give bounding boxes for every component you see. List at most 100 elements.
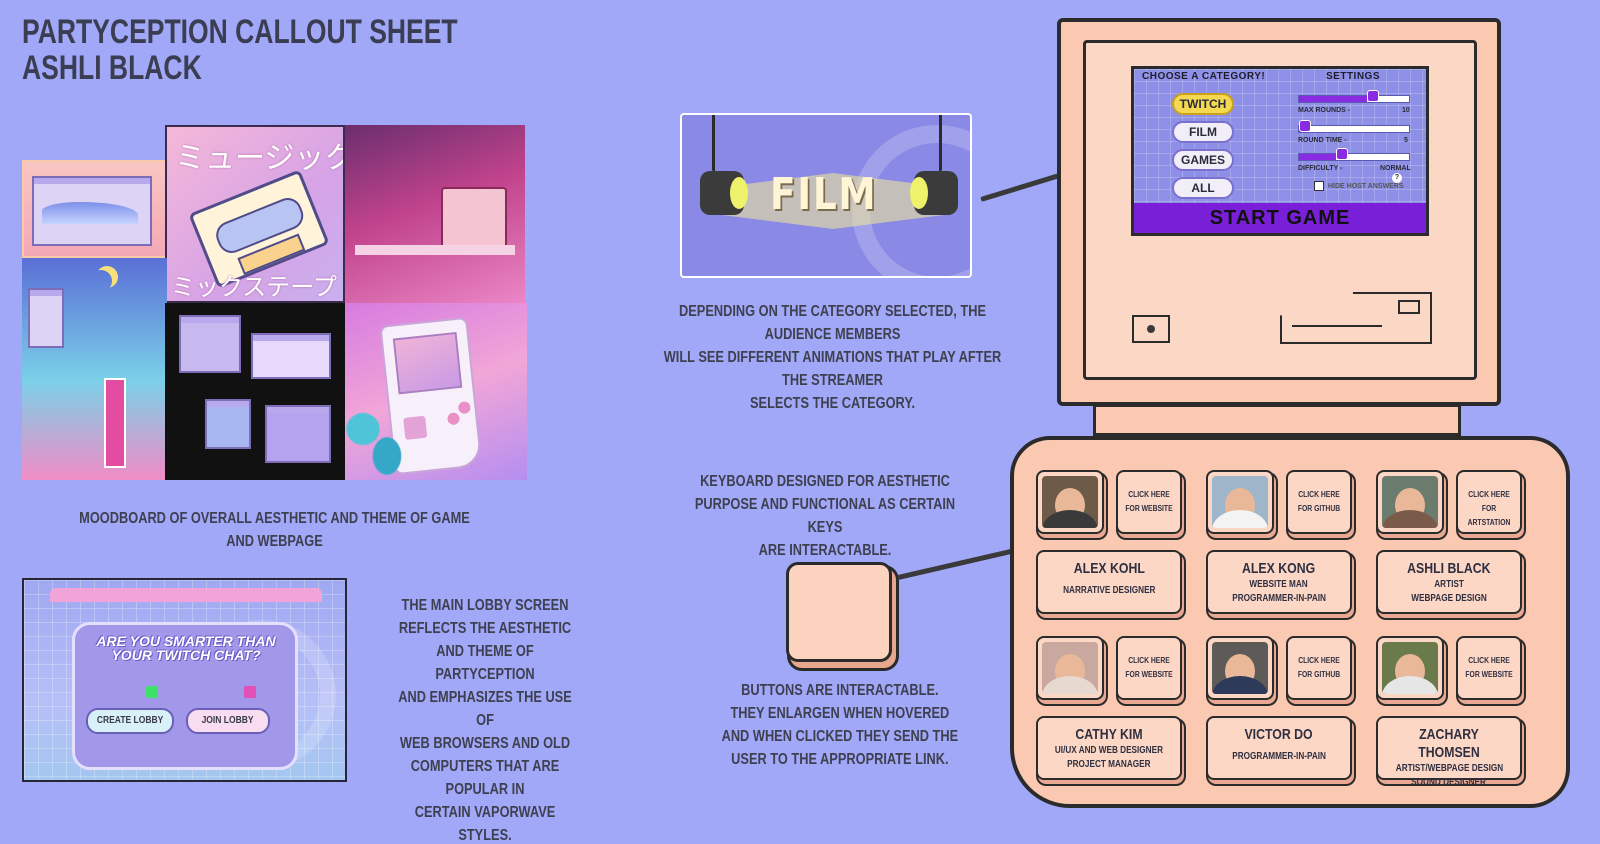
member-name: ALEX KONG	[1242, 560, 1316, 577]
round-time-slider[interactable]	[1298, 120, 1410, 133]
sample-key-button[interactable]	[786, 562, 892, 662]
member-role-2: SOUND DESIGNER	[1411, 777, 1487, 788]
difficulty-slider[interactable]	[1298, 148, 1410, 161]
city-window	[28, 288, 64, 348]
difficulty-label: DIFFICULTY -	[1298, 165, 1343, 172]
max-rounds-label: MAX ROUNDS -	[1298, 107, 1351, 114]
mood-tile-cassette: ミュージック ミックステープ	[165, 125, 345, 303]
moon-icon	[90, 270, 112, 292]
max-rounds-value: 10	[1402, 107, 1410, 114]
film-caption: DEPENDING ON THE CATEGORY SELECTED, THE …	[663, 303, 1002, 412]
avatar	[1042, 642, 1098, 694]
member-name: ASHLI BLACK	[1407, 560, 1491, 577]
anime-window-2	[251, 333, 331, 379]
lobby-question: ARE YOU SMARTER THAN YOUR TWITCH CHAT?	[96, 633, 276, 663]
member-role: ARTIST	[1434, 579, 1464, 590]
desk-shape	[355, 245, 515, 255]
team-photo-zachary-thomsen	[1376, 636, 1444, 700]
monitor-stand	[1093, 404, 1461, 436]
twitch-icon	[146, 686, 158, 698]
film-label: FILM	[770, 169, 878, 220]
keyboard-caption: KEYBOARD DESIGNED FOR AESTHETIC PURPOSE …	[694, 473, 956, 559]
mood-tile-wave-window	[22, 160, 167, 258]
member-name: ALEX KOHL	[1073, 560, 1145, 577]
name-key-victor-do[interactable]: VICTOR DO PROGRAMMER-IN-PAIN	[1206, 716, 1352, 780]
floppy-eject-button	[1398, 300, 1420, 314]
member-name: CATHY KIM	[1075, 726, 1143, 743]
max-rounds-thumb[interactable]	[1367, 90, 1380, 102]
link-key-cathy-kim[interactable]: CLICK HERE FOR WEBSITE	[1116, 636, 1182, 700]
name-key-alex-kohl[interactable]: ALEX KOHL NARRATIVE DESIGNER	[1036, 550, 1182, 614]
twitch-icon-2	[244, 686, 256, 698]
gameboy-button-a	[446, 412, 461, 426]
power-button[interactable]	[1132, 315, 1170, 343]
start-game-button[interactable]: START GAME	[1134, 203, 1426, 233]
lamp-cord-left	[712, 115, 716, 173]
anime-window-1	[179, 315, 241, 373]
sheet-title: PARTYCEPTION CALLOUT SHEET ASHLI BLACK	[22, 14, 458, 86]
member-role-2: PROGRAMMER-IN-PAIN	[1232, 593, 1326, 604]
help-icon[interactable]: ?	[1392, 173, 1402, 183]
create-lobby-button[interactable]: CREATE LOBBY	[86, 708, 174, 734]
category-games-button[interactable]: GAMES	[1172, 149, 1234, 171]
category-twitch-button[interactable]: TWITCH	[1172, 93, 1234, 115]
jp-music-text: ミュージック	[175, 141, 345, 176]
mood-tile-desk	[345, 125, 525, 303]
hide-host-label: HIDE HOST ANSWERS	[1328, 183, 1404, 190]
floppy-slot	[1292, 325, 1382, 327]
wave-shape	[42, 202, 138, 224]
link-key-victor-do[interactable]: CLICK HERE FOR GITHUB	[1286, 636, 1352, 700]
link-key-ashli-black[interactable]: CLICK HERE FOR ARTSTATION	[1456, 470, 1522, 534]
lobby-window-bar	[50, 588, 322, 602]
team-photo-ashli-black	[1376, 470, 1444, 534]
member-name: VICTOR DO	[1244, 726, 1314, 743]
mood-tile-city	[22, 258, 167, 480]
category-all-button[interactable]: ALL	[1172, 177, 1234, 199]
lobby-caption: THE MAIN LOBBY SCREEN REFLECTS THE AESTH…	[398, 597, 572, 844]
category-film-button[interactable]: FILM	[1172, 121, 1234, 143]
link-key-alex-kong[interactable]: CLICK HERE FOR GITHUB	[1286, 470, 1352, 534]
spotlight-left-icon	[700, 171, 748, 215]
sheet-title-line2: ASHLI BLACK	[22, 49, 202, 87]
avatar	[1382, 476, 1438, 528]
avatar	[1382, 642, 1438, 694]
anime-window-3	[205, 399, 251, 449]
name-key-zachary-thomsen[interactable]: ZACHARY THOMSEN ARTIST/WEBPAGE DESIGN SO…	[1376, 716, 1522, 788]
settings-title: SETTINGS	[1326, 71, 1381, 82]
member-role: UI/UX AND WEB DESIGNER	[1054, 745, 1164, 756]
name-key-alex-kong[interactable]: ALEX KONG WEBSITE MAN PROGRAMMER-IN-PAIN	[1206, 550, 1352, 614]
moodboard: ミュージック ミックステープ	[22, 125, 527, 480]
gameboy-screen	[392, 331, 463, 395]
link-key-alex-kohl[interactable]: CLICK HERE FOR WEBSITE	[1116, 470, 1182, 534]
avatar	[1042, 476, 1098, 528]
join-lobby-button[interactable]: JOIN LOBBY	[186, 708, 270, 734]
lobby-panel	[72, 622, 298, 770]
hide-host-checkbox[interactable]	[1314, 181, 1324, 191]
team-photo-alex-kong	[1206, 470, 1274, 534]
sign-shape	[104, 378, 126, 468]
film-category-card: FILM	[680, 113, 972, 278]
sheet-title-line1: PARTYCEPTION CALLOUT SHEET	[22, 13, 458, 51]
max-rounds-slider[interactable]	[1298, 90, 1410, 103]
round-time-thumb[interactable]	[1299, 120, 1311, 132]
avatar	[1212, 476, 1268, 528]
avatar	[1212, 642, 1268, 694]
link-key-zachary-thomsen[interactable]: CLICK HERE FOR WEBSITE	[1456, 636, 1522, 700]
keyboard: CLICK HERE FOR WEBSITE CLICK HERE FOR GI…	[1010, 436, 1570, 808]
round-time-label: ROUND TIME -	[1298, 137, 1347, 144]
leaves-shape	[345, 393, 419, 480]
lamp-cord-right	[938, 115, 942, 173]
mood-tile-anime-windows	[165, 303, 345, 480]
spotlight-right-icon	[910, 171, 958, 215]
jp-mixtape-text: ミックステープ	[171, 273, 337, 301]
member-role-2: PROJECT MANAGER	[1067, 759, 1151, 770]
name-key-cathy-kim[interactable]: CATHY KIM UI/UX AND WEB DESIGNER PROJECT…	[1036, 716, 1182, 780]
member-role: WEBSITE MAN	[1249, 579, 1309, 590]
anime-window-4	[265, 405, 331, 463]
gameboy-button-b	[457, 400, 471, 415]
name-key-ashli-black[interactable]: ASHLI BLACK ARTIST WEBPAGE DESIGN	[1376, 550, 1522, 614]
moodboard-caption: MOODBOARD OF OVERALL AESTHETIC AND THEME…	[79, 510, 470, 550]
difficulty-value: NORMAL	[1380, 165, 1411, 172]
retro-computer-icon	[441, 187, 507, 249]
difficulty-thumb[interactable]	[1336, 148, 1349, 160]
